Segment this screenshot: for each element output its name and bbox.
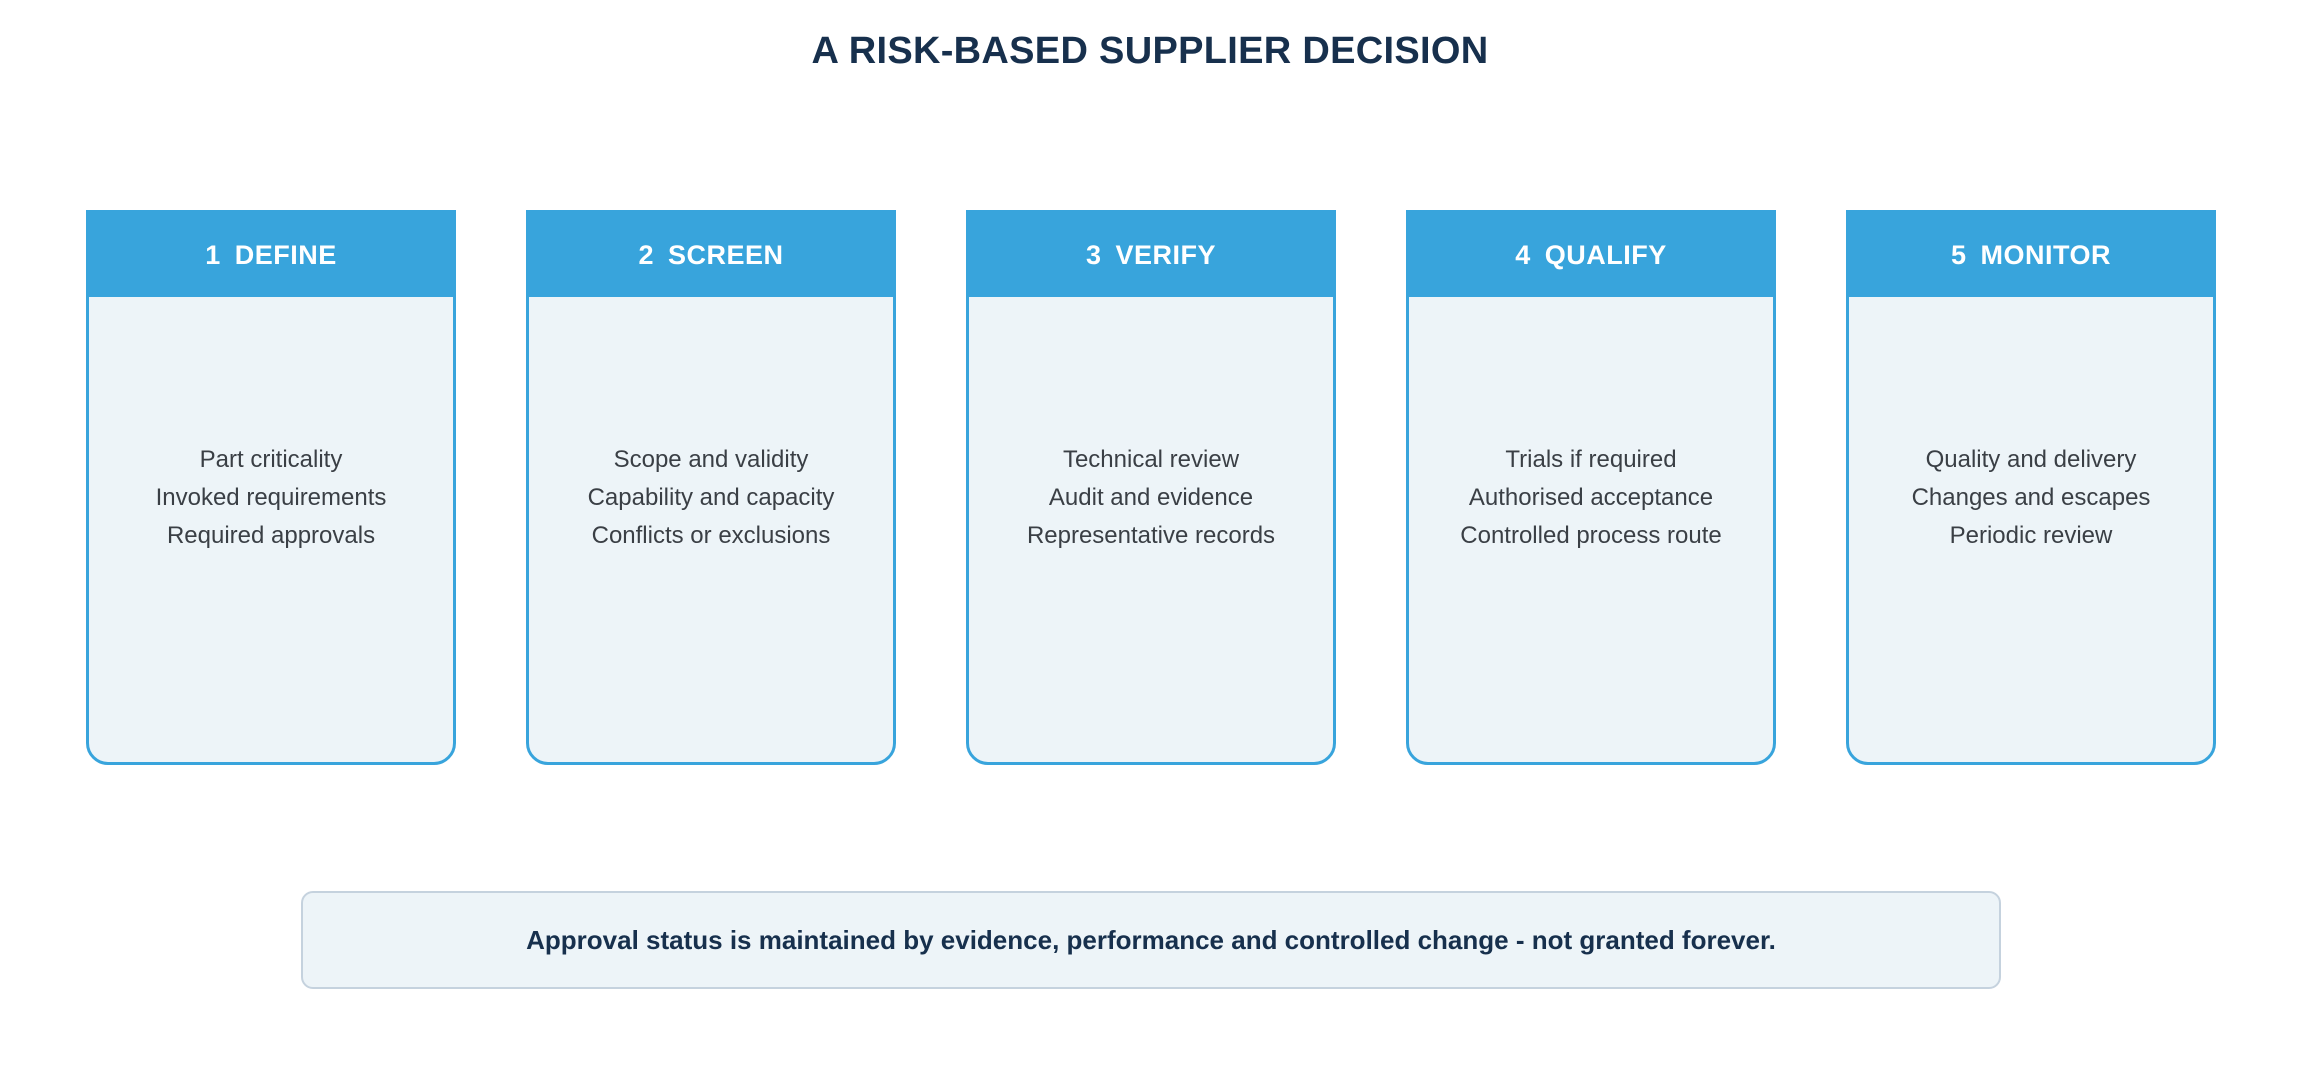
page-title: A RISK-BASED SUPPLIER DECISION — [811, 30, 1489, 72]
stage-label: SCREEN — [668, 239, 784, 270]
stage-item: Periodic review — [1949, 522, 2113, 549]
stage-card-define: 1 DEFINE Part criticality Invoked requir… — [86, 210, 456, 765]
stage-label: DEFINE — [234, 239, 337, 270]
stage-header: 5 MONITOR — [1849, 213, 2213, 297]
stage-item: Scope and validity — [613, 446, 809, 473]
stage-item: Part criticality — [199, 446, 343, 473]
stage-label: VERIFY — [1115, 239, 1217, 270]
stage-header: 1 DEFINE — [89, 213, 453, 297]
stage-number: 2 — [638, 239, 654, 270]
stage-card-qualify: 4 QUALIFY Trials if required Authorised … — [1406, 210, 1776, 765]
stage-item-list: Scope and validity Capability and capaci… — [529, 441, 893, 555]
stage-item: Conflicts or exclusions — [591, 522, 831, 549]
stage-number: 4 — [1515, 239, 1531, 270]
stage-item-list: Quality and delivery Changes and escapes… — [1849, 441, 2213, 555]
stage-header: 3 VERIFY — [969, 213, 1333, 297]
stage-label: MONITOR — [1980, 239, 2112, 270]
stage-item: Invoked requirements — [155, 484, 387, 511]
stage-item: Changes and escapes — [1911, 484, 2151, 511]
stage-card-verify: 3 VERIFY Technical review Audit and evid… — [966, 210, 1336, 765]
stage-item: Technical review — [1062, 446, 1240, 473]
stage-item: Controlled process route — [1460, 522, 1722, 549]
stage-number: 1 — [205, 239, 221, 270]
stage-item: Representative records — [1026, 522, 1276, 549]
stage-item: Capability and capacity — [587, 484, 835, 511]
stage-item: Audit and evidence — [1048, 484, 1254, 511]
footer-note: Approval status is maintained by evidenc… — [301, 891, 2001, 989]
stage-number: 3 — [1085, 239, 1102, 270]
stage-header: 2 SCREEN — [529, 213, 893, 297]
stage-item: Quality and delivery — [1925, 446, 2137, 473]
stage-item-list: Technical review Audit and evidence Repr… — [969, 441, 1333, 555]
stage-item-list: Part criticality Invoked requirements Re… — [89, 441, 453, 555]
stage-item: Authorised acceptance — [1468, 484, 1714, 511]
stage-card-monitor: 5 MONITOR Quality and delivery Changes a… — [1846, 210, 2216, 765]
stage-header: 4 QUALIFY — [1409, 213, 1773, 297]
stage-card-screen: 2 SCREEN Scope and validity Capability a… — [526, 210, 896, 765]
stage-number: 5 — [1950, 239, 1967, 270]
stage-label: QUALIFY — [1544, 239, 1667, 270]
stage-item-list: Trials if required Authorised acceptance… — [1409, 441, 1773, 555]
stage-item: Trials if required — [1505, 446, 1677, 473]
stage-item: Required approvals — [166, 522, 376, 549]
